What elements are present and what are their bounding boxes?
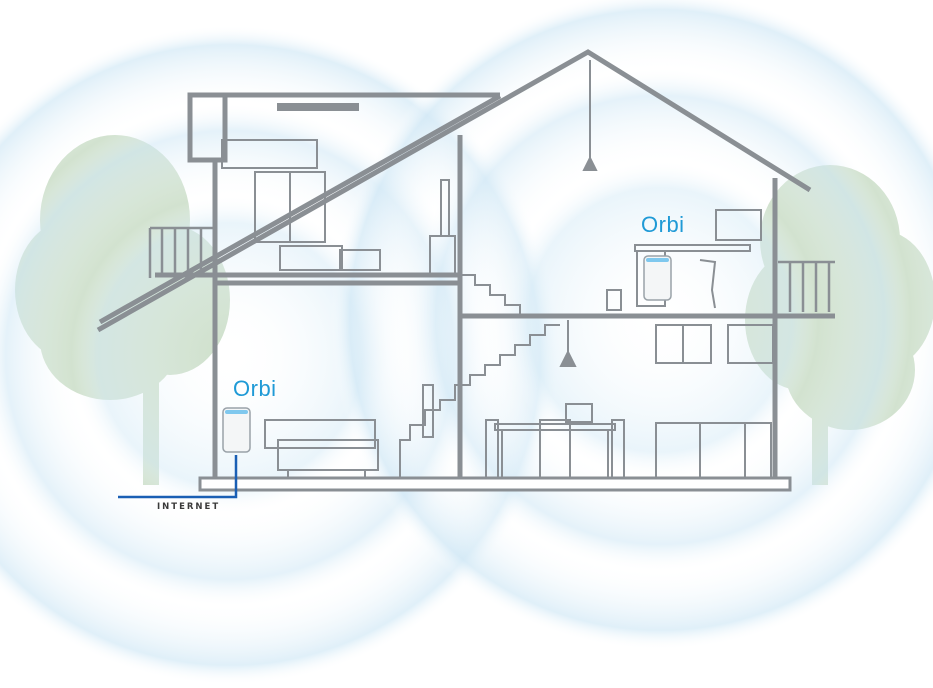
balcony-right xyxy=(778,260,835,312)
house-foundation xyxy=(198,476,792,492)
internet-cable xyxy=(118,455,238,499)
internet-label: INTERNET xyxy=(157,502,221,512)
interior-details xyxy=(221,60,774,479)
router-label: Orbi xyxy=(233,376,277,401)
satellite-label: Orbi xyxy=(641,212,685,237)
orbi-satellite-icon xyxy=(643,255,672,301)
orbi-router-icon xyxy=(222,407,251,453)
balcony-left xyxy=(148,226,215,278)
